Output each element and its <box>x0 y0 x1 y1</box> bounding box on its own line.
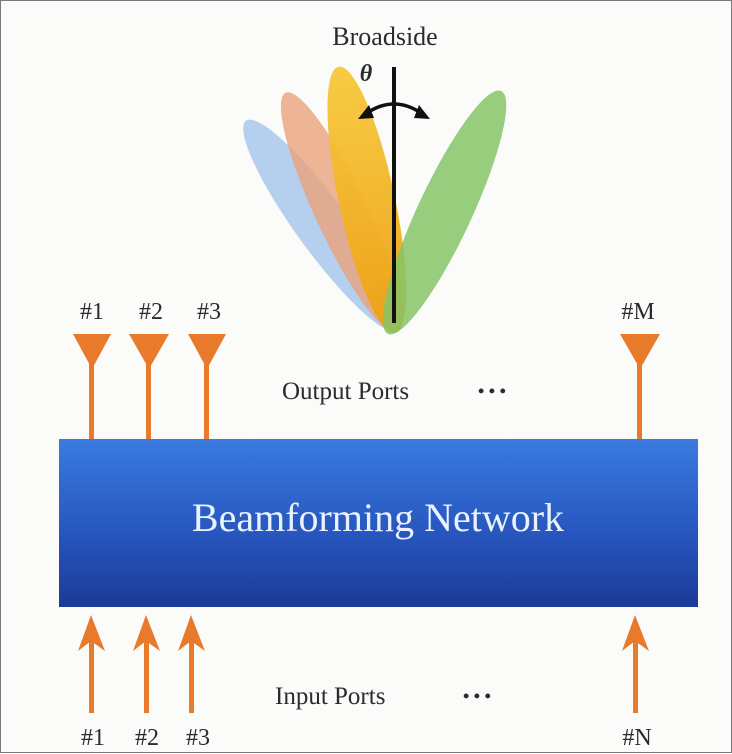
input-ports-label: Input Ports <box>275 683 385 710</box>
output-port-label-3: #3 <box>197 299 221 325</box>
input-port-label-1: #1 <box>81 725 105 751</box>
radiation-pattern <box>243 66 507 335</box>
input-arrow-N-icon <box>622 615 649 713</box>
broadside-label: Broadside <box>332 22 437 51</box>
input-arrow-1-icon <box>78 615 105 713</box>
theta-label: θ <box>360 61 373 87</box>
beam-lobe-green <box>382 90 507 335</box>
output-ellipsis: • • • <box>478 381 506 401</box>
beamforming-network-label: Beamforming Network <box>192 495 564 540</box>
input-arrow-2-icon <box>133 615 160 713</box>
input-arrow-3-icon <box>178 615 205 713</box>
input-port-label-2: #2 <box>135 725 159 751</box>
input-port-label-N: #N <box>622 725 651 751</box>
theta-arrow-icon <box>358 102 430 119</box>
input-port-label-3: #3 <box>186 725 210 751</box>
input-ellipsis: • • • <box>463 686 491 706</box>
output-antenna-2-icon <box>129 334 169 439</box>
output-ports-label: Output Ports <box>282 378 409 405</box>
output-port-label-M: #M <box>621 299 654 325</box>
output-antenna-1-icon <box>73 334 111 439</box>
beamforming-network-block <box>59 439 698 607</box>
output-port-label-1: #1 <box>80 299 104 325</box>
output-antenna-3-icon <box>188 334 226 439</box>
output-port-label-2: #2 <box>139 299 163 325</box>
beam-lobe-yellow <box>327 66 407 333</box>
output-antenna-M-icon <box>620 334 660 439</box>
